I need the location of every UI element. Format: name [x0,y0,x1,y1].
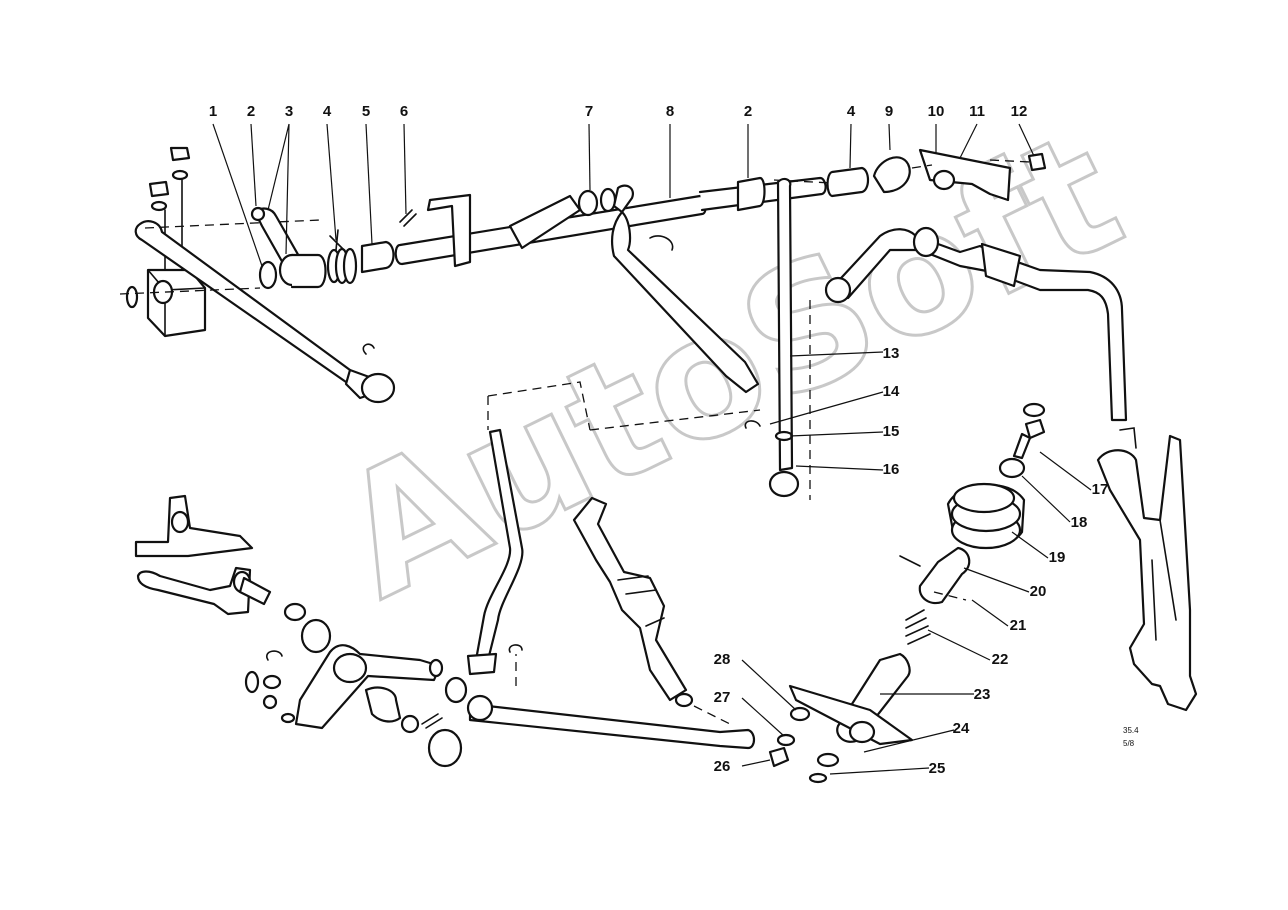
callout-22: 22 [992,651,1009,668]
upper-shift-shaft-assembly [119,146,1128,500]
drawing-code: 35.4 5/8 [1123,726,1139,748]
drawing-code-line-2: 5/8 [1123,739,1135,748]
callout-6: 6 [400,103,408,120]
spring [326,229,358,285]
callout-16: 16 [883,461,900,478]
callout-4: 4 [323,103,332,120]
leader-lines [212,123,1092,775]
callout-11: 11 [969,103,985,120]
lower-pedal-assembly [134,428,811,768]
callout-15: 15 [883,423,900,440]
callout-4: 4 [847,103,856,120]
callout-21: 21 [1010,617,1027,634]
callout-14: 14 [883,383,900,400]
callout-17: 17 [1092,481,1109,498]
callout-26: 26 [714,758,731,775]
callout-28: 28 [714,651,731,668]
callout-2: 2 [247,103,255,120]
callout-12: 12 [1011,103,1028,120]
callout-8: 8 [666,103,674,120]
callout-5: 5 [362,103,370,120]
callout-27: 27 [714,689,731,706]
callout-3: 3 [285,103,293,120]
callout-25: 25 [929,760,946,777]
callout-1: 1 [209,103,217,120]
drawing-code-line-1: 35.4 [1123,726,1139,735]
callout-20: 20 [1030,583,1047,600]
callout-10: 10 [928,103,945,120]
callout-19: 19 [1049,549,1066,566]
callout-9: 9 [885,103,893,120]
master-cylinder-assembly [788,402,1198,784]
callout-13: 13 [883,345,900,362]
callout-2: 2 [744,103,752,120]
callout-7: 7 [585,103,593,120]
callout-18: 18 [1071,514,1088,531]
callout-23: 23 [974,686,991,703]
callout-24: 24 [953,720,970,737]
